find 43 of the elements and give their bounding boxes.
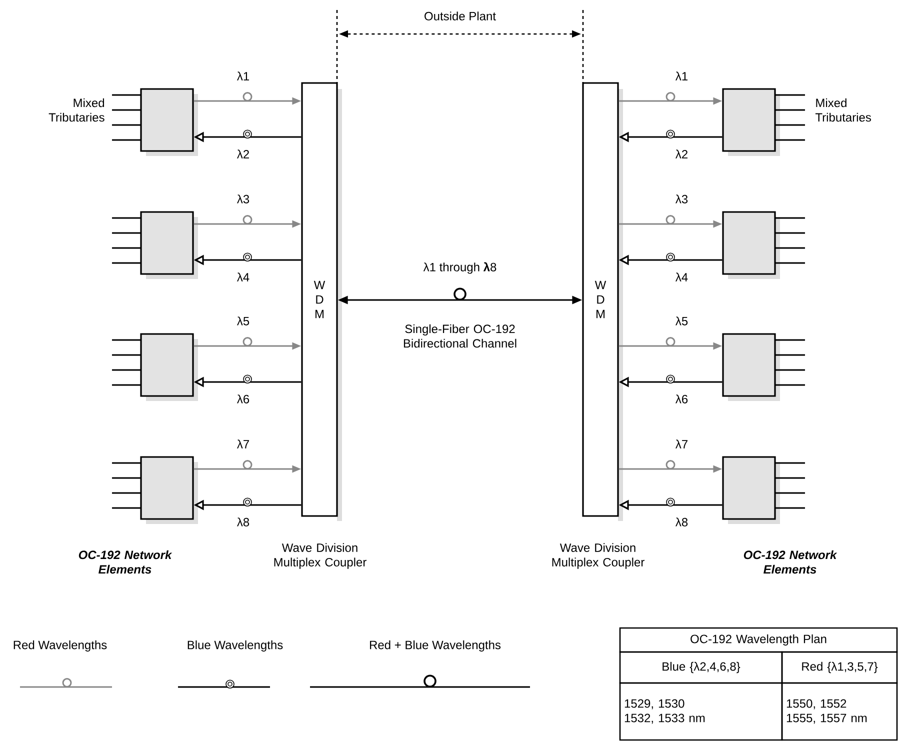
table-cell: Blue {λ2,4,6,8} — [619, 651, 783, 684]
edge-label: λ6 — [674, 394, 690, 404]
edge-label: λ3 — [674, 194, 690, 204]
edge-label: λ1 — [674, 70, 690, 82]
edge-label: λ4 — [236, 272, 251, 282]
edge-label: λ6 — [236, 394, 251, 404]
edge-label: λ7 — [236, 438, 251, 450]
edge-label: λ3 — [236, 194, 251, 204]
group-caption: OC-192 Network Elements — [78, 550, 172, 574]
edge-label: λ8 — [674, 516, 690, 528]
node-label: Wave Division Multiplex Coupler — [274, 543, 366, 569]
table-cell: 1550, 1552 1555, 1557 nm — [781, 682, 898, 741]
legend-label: Blue Wavelengths — [188, 640, 283, 652]
edge-label: λ1 — [236, 70, 251, 82]
node-label: Mixed Tributaries — [815, 98, 871, 122]
edge-label: λ2 — [674, 148, 690, 160]
edge-label: λ5 — [236, 316, 251, 326]
group-caption: OC-192 Network Elements — [744, 550, 838, 574]
edge-label: λ2 — [236, 148, 251, 160]
wdm-coupler-box: W D M — [582, 82, 623, 521]
network-element-box — [722, 211, 780, 279]
legend-label: Red Wavelengths — [14, 640, 107, 652]
network-element-box — [140, 333, 198, 401]
wdm-coupler-box: W D M — [301, 82, 342, 521]
node-label: Wave Division Multiplex Coupler — [552, 543, 644, 569]
network-element-box — [140, 88, 198, 156]
network-element-box — [140, 456, 198, 524]
edge-label: λ7 — [674, 438, 690, 450]
network-element-box — [722, 333, 780, 401]
edge-label: λ8 — [236, 516, 251, 528]
node-label: Mixed Tributaries — [48, 98, 104, 122]
edge-label: λ1 through λ8 — [422, 261, 498, 275]
edge-label: λ5 — [674, 316, 690, 326]
table-cell: 1529, 1530 1532, 1533 nm — [619, 682, 783, 741]
dimension-label: Outside Plant — [424, 12, 496, 20]
table-cell: Red {λ1,3,5,7} — [781, 651, 898, 684]
network-element-box — [722, 88, 780, 156]
legend-label: Red + Blue Wavelengths — [370, 640, 501, 652]
network-element-box — [722, 456, 780, 524]
channel-label: Single-Fiber OC-192 Bidirectional Channel — [404, 324, 516, 348]
edge-label: λ4 — [674, 272, 690, 282]
network-element-box — [140, 211, 198, 279]
table-cell: OC-192 Wavelength Plan — [619, 627, 898, 653]
